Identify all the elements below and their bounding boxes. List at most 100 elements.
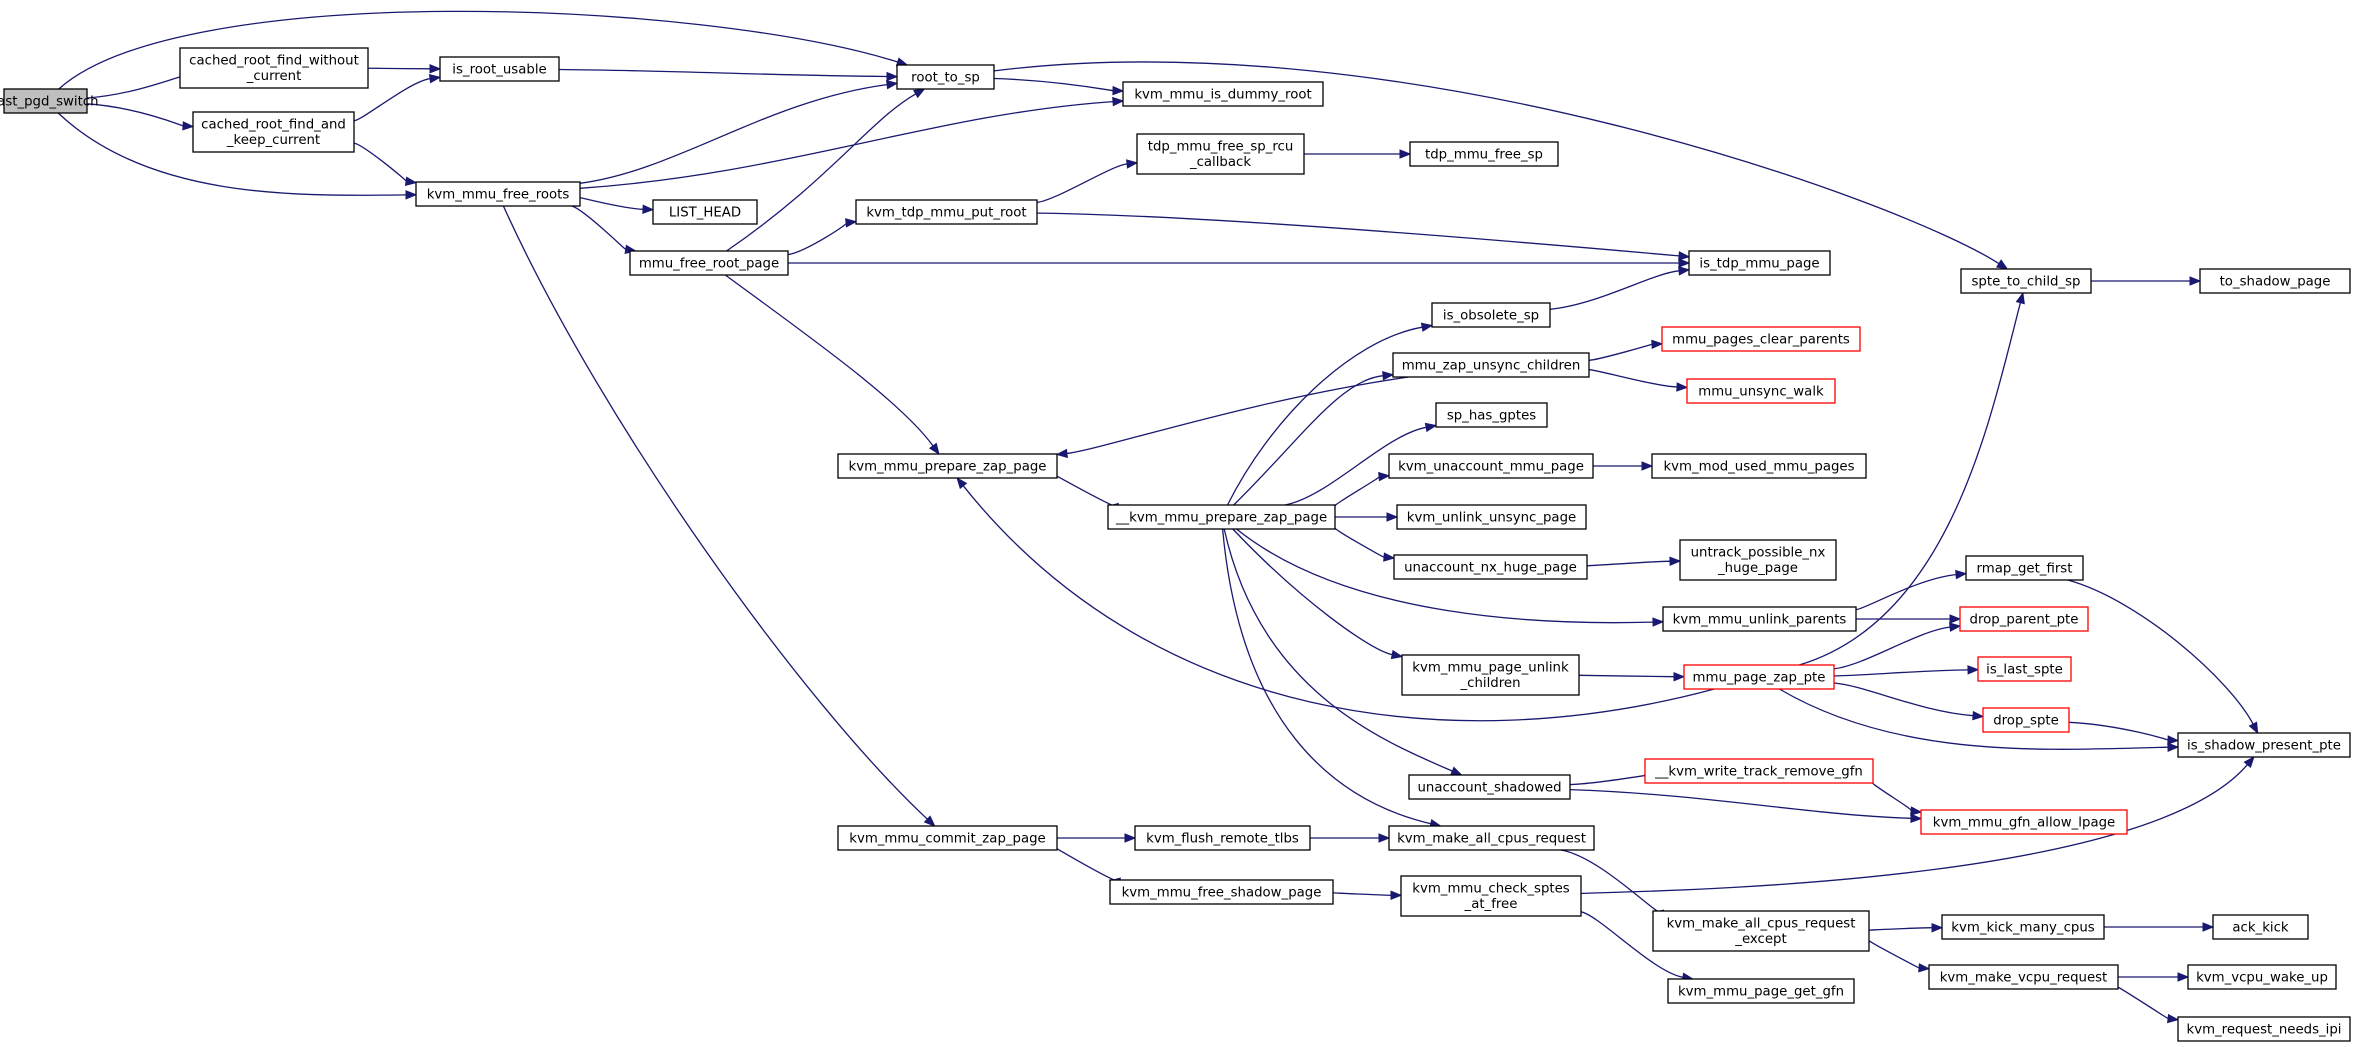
node-kvm-kick-many-cpus[interactable]: kvm_kick_many_cpus: [1941, 914, 2105, 940]
edge-kvm_kick_many_cpus-to-ack_kick: [2104, 922, 2215, 932]
node-mmu-unsync-walk[interactable]: mmu_unsync_walk: [1686, 378, 1836, 404]
edge-line: [86, 73, 191, 99]
arrowhead-icon: [1386, 512, 1399, 522]
edge-__kvm_mmu_prepare_zap_page-to-kvm_unaccount_mmu_page: [1334, 471, 1391, 507]
edge-kvm_make_all_cpus_request_except-to-kvm_make_vcpu_request: [1868, 939, 1931, 973]
edge-spte_to_child_sp-to-to_shadow_page: [2091, 276, 2202, 286]
edge-line: [1868, 927, 1933, 931]
node-mmu-zap-unsync-children[interactable]: mmu_zap_unsync_children: [1392, 352, 1590, 378]
node-spte-to-child-sp[interactable]: spte_to_child_sp: [1960, 268, 2092, 294]
arrowhead-icon: [1382, 371, 1395, 381]
arrowhead-icon: [923, 815, 936, 827]
node-drop-parent-pte[interactable]: drop_parent_pte: [1959, 606, 2089, 632]
node-to-shadow-page[interactable]: to_shadow_page: [2199, 268, 2351, 294]
node-box: [192, 111, 355, 153]
arrowhead-icon: [1910, 806, 1923, 816]
node-kvm-write-track-remove-gfn[interactable]: __kvm_write_track_remove_gfn: [1644, 758, 1874, 784]
node-cached-root-find-without-current[interactable]: cached_root_find_without_current: [179, 47, 369, 89]
edge-line: [1549, 270, 1680, 310]
node-tdp-mmu-free-sp-rcu-callback[interactable]: tdp_mmu_free_sp_rcu_callback: [1136, 133, 1305, 175]
node-drop-spte[interactable]: drop_spte: [1982, 707, 2070, 733]
arrowhead-icon: [1910, 813, 1923, 824]
node-root-to-sp[interactable]: root_to_sp: [896, 64, 995, 90]
node-kvm-mmu-prepare-zap-page[interactable]: kvm_mmu_prepare_zap_page: [837, 453, 1058, 479]
node-sp-has-gptes[interactable]: sp_has_gptes: [1435, 402, 1548, 428]
node-kvm-make-all-cpus-request[interactable]: kvm_make_all_cpus_request: [1388, 825, 1595, 851]
node-kvm-mmu-free-shadow-page[interactable]: kvm_mmu_free_shadow_page: [1109, 879, 1334, 905]
node-kvm-flush-remote-tlbs[interactable]: kvm_flush_remote_tlbs: [1134, 825, 1311, 851]
edge-line: [1233, 375, 1384, 506]
node-untrack-possible-nx-huge-page[interactable]: untrack_possible_nx_huge_page: [1679, 539, 1837, 581]
arrowhead-icon: [2167, 1013, 2180, 1024]
node-label: unaccount_nx_huge_page: [1404, 560, 1577, 575]
node-kvm-mmu-gfn-allow-lpage[interactable]: kvm_mmu_gfn_allow_lpage: [1920, 809, 2128, 835]
node-kvm-mmu-free-roots[interactable]: kvm_mmu_free_roots: [415, 181, 581, 207]
node-label: cached_root_find_and: [201, 118, 346, 133]
node-is-shadow-present-pte[interactable]: is_shadow_present_pte: [2177, 732, 2351, 758]
node-label: is_obsolete_sp: [1443, 308, 1539, 323]
node-mmu-page-zap-pte[interactable]: mmu_page_zap_pte: [1683, 664, 1835, 690]
node-tdp-mmu-free-sp[interactable]: tdp_mmu_free_sp: [1409, 141, 1559, 167]
edge-line: [993, 61, 2000, 265]
node-unaccount-shadowed[interactable]: unaccount_shadowed: [1408, 774, 1571, 800]
node-label: sp_has_gptes: [1447, 408, 1536, 423]
node-mmu-free-root-page[interactable]: mmu_free_root_page: [629, 250, 789, 276]
node-is-tdp-mmu-page[interactable]: is_tdp_mmu_page: [1688, 250, 1831, 276]
edge-line: [724, 274, 934, 447]
node-kvm-tdp-mmu-put-root[interactable]: kvm_tdp_mmu_put_root: [855, 199, 1038, 225]
node-is-obsolete-sp[interactable]: is_obsolete_sp: [1431, 302, 1551, 328]
node-is-last-spte[interactable]: is_last_spte: [1977, 656, 2072, 682]
edge-line: [86, 103, 184, 127]
node-fast-pgd-switch[interactable]: fast_pgd_switch: [0, 88, 99, 114]
node-kvm-unaccount-mmu-page[interactable]: kvm_unaccount_mmu_page: [1388, 453, 1594, 479]
edge-__kvm_mmu_prepare_zap_page-to-mmu_zap_unsync_children: [1233, 371, 1395, 506]
node-kvm-vcpu-wake-up[interactable]: kvm_vcpu_wake_up: [2187, 964, 2337, 990]
edge-cached_root_find_and_keep_current-to-kvm_mmu_free_roots: [353, 142, 418, 186]
node-ack-kick[interactable]: ack_kick: [2212, 914, 2309, 940]
edge-kvm_make_vcpu_request-to-kvm_vcpu_wake_up: [2118, 972, 2190, 982]
node-rmap-get-first[interactable]: rmap_get_first: [1965, 555, 2084, 581]
node-kvm-mmu-page-unlink-children[interactable]: kvm_mmu_page_unlink_children: [1401, 654, 1580, 696]
node-label: kvm_mmu_check_sptes: [1412, 882, 1569, 897]
node-mmu-pages-clear-parents[interactable]: mmu_pages_clear_parents: [1661, 326, 1861, 352]
edge-line: [1588, 369, 1678, 388]
edge-line: [1334, 526, 1385, 558]
node-is-root-usable[interactable]: is_root_usable: [439, 56, 560, 82]
edge-tdp_mmu_free_sp_rcu_callback-to-tdp_mmu_free_sp: [1303, 149, 1412, 159]
node-kvm-mmu-commit-zap-page[interactable]: kvm_mmu_commit_zap_page: [837, 825, 1058, 851]
node-unaccount-nx-huge-page[interactable]: unaccount_nx_huge_page: [1393, 554, 1588, 580]
arrowhead-icon: [928, 442, 940, 456]
edge-line: [2067, 579, 2254, 725]
arrowhead-icon: [1378, 833, 1391, 843]
arrowhead-icon: [1055, 448, 1068, 459]
node-kvm-mmu-is-dummy-root[interactable]: kvm_mmu_is_dummy_root: [1122, 81, 1324, 107]
node-kvm-mmu-prepare-zap-page[interactable]: __kvm_mmu_prepare_zap_page: [1107, 504, 1336, 530]
node-box: [1960, 268, 2092, 294]
node-kvm-mmu-check-sptes-at-free[interactable]: kvm_mmu_check_sptes_at_free: [1400, 875, 1582, 917]
node-label: __kvm_write_track_remove_gfn: [1654, 764, 1863, 779]
node-kvm-mmu-page-get-gfn[interactable]: kvm_mmu_page_get_gfn: [1667, 978, 1855, 1004]
node-label: mmu_unsync_walk: [1698, 384, 1824, 399]
node-box: [1686, 378, 1836, 404]
node-kvm-request-needs-ipi[interactable]: kvm_request_needs_ipi: [2177, 1016, 2351, 1042]
node-kvm-mod-used-mmu-pages[interactable]: kvm_mod_used_mmu_pages: [1651, 453, 1867, 479]
edge-line: [1332, 892, 1392, 896]
edge-line: [1569, 788, 1912, 819]
edge-drop_spte-to-is_shadow_present_pte: [2068, 721, 2180, 745]
arrowhead-icon: [1918, 963, 1931, 973]
node-label: kvm_unaccount_mmu_page: [1398, 459, 1584, 474]
arrowhead-icon: [1112, 85, 1125, 96]
node-label: mmu_free_root_page: [639, 256, 779, 271]
edge-__kvm_mmu_prepare_zap_page-to-kvm_mmu_unlink_parents: [1236, 528, 1665, 627]
node-kvm-mmu-unlink-parents[interactable]: kvm_mmu_unlink_parents: [1662, 606, 1857, 632]
edge-kvm_mmu_free_roots-to-mmu_free_root_page: [571, 205, 637, 254]
edge-line: [1580, 764, 2248, 895]
edge-line: [1779, 688, 2169, 750]
node-box: [2199, 268, 2351, 294]
node-cached-root-find-and-keep-current[interactable]: cached_root_find_and_keep_current: [192, 111, 355, 153]
node-LIST-HEAD[interactable]: LIST_HEAD: [652, 199, 758, 225]
node-kvm-unlink-unsync-page[interactable]: kvm_unlink_unsync_page: [1396, 504, 1587, 530]
node-kvm-make-vcpu-request[interactable]: kvm_make_vcpu_request: [1928, 964, 2119, 990]
node-kvm-make-all-cpus-request-except[interactable]: kvm_make_all_cpus_request_except: [1652, 910, 1870, 952]
